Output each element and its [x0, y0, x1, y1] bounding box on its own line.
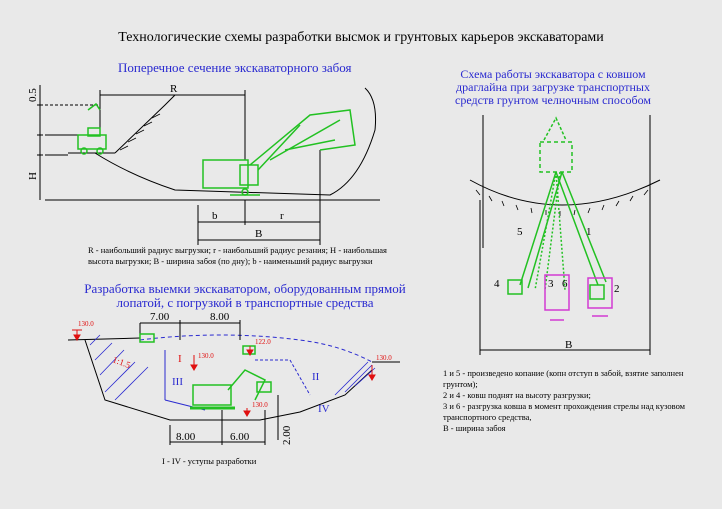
- step-III: III: [172, 376, 183, 388]
- step-II: II: [312, 371, 320, 383]
- dim-r: r: [280, 210, 284, 222]
- dim-800-top: 8.00: [210, 311, 230, 323]
- elev-2: 130.0: [198, 352, 214, 360]
- shovel-excavator-icon: [202, 109, 356, 196]
- dim-700: 7.00: [150, 311, 170, 323]
- dump-truck-icon: [77, 102, 107, 155]
- dim-B-right: B: [565, 339, 572, 351]
- section2-dim-labels: 7.00 8.00 8.00 6.00 2.00: [150, 311, 293, 445]
- elev-4: 130.0: [252, 401, 268, 409]
- pos-5: 5: [517, 226, 523, 238]
- section2-caption: I - IV - уступы разработки: [162, 456, 257, 466]
- pos-3: 3: [548, 278, 554, 290]
- dim-B: B: [255, 228, 262, 240]
- legend-item: 1 и 5 - произведено копание (копн отступ…: [443, 368, 684, 389]
- legend-item: 3 и 6 - разгрузка ковша в момент прохожд…: [443, 401, 686, 422]
- elevation-marks: 130.0 130.0 122.0 130.0 130.0: [72, 320, 392, 417]
- section2-heading: Разработка выемки экскаватором, оборудов…: [84, 281, 406, 310]
- truck-bodies: [544, 274, 613, 321]
- pos-2: 2: [614, 283, 620, 295]
- pos-4: 4: [494, 278, 500, 290]
- dragline-numbers: 1 2 3 4 5 6 B: [494, 226, 620, 351]
- section3-legend: 1 и 5 - произведено копание (копн отступ…: [443, 368, 693, 434]
- section1-dim-labels: R b r B H 0.5: [27, 83, 284, 240]
- legend-item: 2 и 4 - ковш поднят на высоту разгрузки;: [443, 390, 591, 400]
- dim-H: H: [27, 172, 39, 180]
- excavation-section: [67, 320, 400, 445]
- page-title: Технологические схемы разработки высмок …: [118, 30, 604, 45]
- legend-item: B - ширина забоя: [443, 423, 506, 433]
- dim-800-bottom: 8.00: [176, 431, 196, 443]
- dim-h05: 0.5: [27, 88, 39, 102]
- dragline-scheme: [469, 115, 661, 355]
- dragline-booms: [507, 116, 607, 300]
- dim-R: R: [170, 83, 178, 95]
- pos-1: 1: [586, 226, 592, 238]
- dim-b: b: [212, 210, 218, 222]
- step-IV: IV: [318, 403, 330, 415]
- step-I: I: [178, 353, 182, 365]
- dim-200: 2.00: [281, 425, 293, 445]
- section3-heading: Схема работы экскаватора с ковшом драгла…: [455, 67, 651, 107]
- elev-5: 130.0: [376, 354, 392, 362]
- pos-6: 6: [562, 278, 568, 290]
- elev-3: 122.0: [255, 338, 271, 346]
- section1-caption: R - наибольший радиус выгрузки; r - наиб…: [88, 245, 387, 266]
- dim-600: 6.00: [230, 431, 250, 443]
- slope-label: 1:1.5: [111, 354, 132, 370]
- face-cross-section: [37, 85, 380, 245]
- excavator-shovel-2-icon: [139, 333, 272, 410]
- elev-1: 130.0: [78, 320, 94, 328]
- section1-heading: Поперечное сечение экскаваторного забоя: [118, 60, 352, 75]
